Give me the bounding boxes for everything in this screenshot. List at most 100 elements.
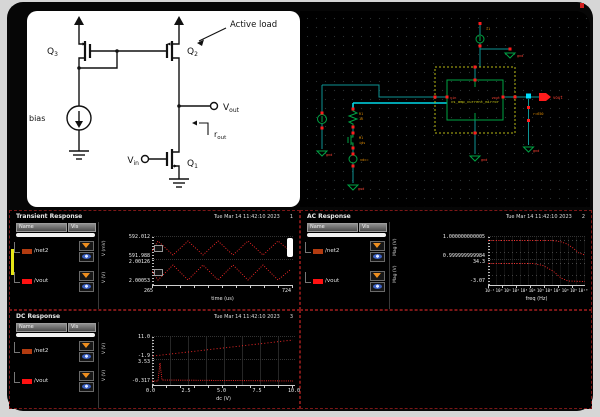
circuit-labels: Active load Q3 Q2 Q1 Vout rout Vin bias xyxy=(29,20,277,170)
ymin-1: -1.9 xyxy=(137,353,150,359)
gnd-label-1: gnd xyxy=(517,54,523,58)
signal-row-vout[interactable]: /vout xyxy=(14,370,96,392)
x-axis xyxy=(152,285,293,289)
visibility-eye-button[interactable] xyxy=(78,251,94,262)
x-axis-label: time (us) xyxy=(211,296,234,302)
filter-funnel-button[interactable] xyxy=(369,240,385,251)
empty-panel xyxy=(300,310,592,409)
visibility-eye-button[interactable] xyxy=(369,251,385,262)
vout-waveform-strip[interactable] xyxy=(152,259,293,286)
x-min-tick: 265 xyxy=(144,288,154,294)
trace-color-swatch xyxy=(22,278,32,284)
vout-trace xyxy=(152,264,291,281)
signal-row-net2[interactable]: /net2 xyxy=(14,340,96,362)
vis-column-header[interactable]: Vis xyxy=(68,223,96,232)
ymin-2: -0.317 xyxy=(131,378,150,384)
xtick: 10.0 xyxy=(287,388,300,394)
q2-label: Q2 xyxy=(187,47,198,58)
rout-label: rout xyxy=(214,130,227,141)
ac-signal-list: Name Vis /net2 /vout xyxy=(301,222,390,309)
cad-output-port[interactable] xyxy=(539,93,551,101)
horizontal-scrollbar[interactable] xyxy=(307,233,386,237)
transient-plot-area[interactable]: V (mV) V (V) 592.012 591.988 2.00126 2.0… xyxy=(98,222,297,309)
name-column-header[interactable]: Name xyxy=(307,223,358,232)
vout-dc-trace xyxy=(152,362,294,382)
filter-funnel-button[interactable] xyxy=(78,370,94,381)
tree-branch xyxy=(14,371,20,383)
vout-ac-trace xyxy=(488,263,585,282)
res1-value: 1K xyxy=(359,117,364,121)
net2-trace xyxy=(152,240,291,256)
tree-branch xyxy=(14,241,20,253)
dc-plot-area[interactable]: V (V) V (V) 11.0 -1.9 3.53 -0.317 xyxy=(98,322,300,408)
net2-dc-trace xyxy=(152,339,294,357)
net2-mag-strip[interactable] xyxy=(488,236,585,260)
vout-dc-strip[interactable] xyxy=(152,359,295,386)
ymax-2: 34.3 xyxy=(472,259,485,265)
xtick: 10⁵ xyxy=(537,288,545,293)
vsrc-label: vdc= xyxy=(360,158,368,162)
net2-dc-strip[interactable] xyxy=(152,336,295,360)
signal-row-net2[interactable]: /net2 xyxy=(14,240,96,262)
circuit-wires xyxy=(66,25,227,188)
strip-marker xyxy=(154,245,163,252)
visibility-eye-button[interactable] xyxy=(78,351,94,362)
signal-name[interactable]: /net2 xyxy=(34,348,49,354)
visibility-eye-button[interactable] xyxy=(78,381,94,392)
x-axis xyxy=(152,385,295,389)
filter-funnel-button[interactable] xyxy=(78,270,94,281)
vis-column-header[interactable]: Vis xyxy=(68,323,96,332)
filter-funnel-button[interactable] xyxy=(78,240,94,251)
visibility-eye-button[interactable] xyxy=(369,281,385,292)
signal-row-vout[interactable]: /vout xyxy=(14,270,96,292)
ac-header: AC Response Tue Mar 14 11:42:10 2023 2 xyxy=(301,211,591,222)
net2-waveform-strip[interactable] xyxy=(152,236,293,260)
vout-label: Vout xyxy=(223,103,240,114)
cad-devices xyxy=(315,34,535,191)
vout-mag-strip[interactable] xyxy=(488,259,585,286)
funnel-icon xyxy=(82,243,90,248)
funnel-icon xyxy=(373,243,381,248)
ymax-1: 11.0 xyxy=(137,334,150,340)
name-column-header[interactable]: Name xyxy=(16,223,67,232)
circuit-figure: Active load Q3 Q2 Q1 Vout rout Vin bias xyxy=(27,11,300,207)
active-load-label: Active load xyxy=(230,20,277,30)
gnd-label-5: gnd xyxy=(481,158,487,162)
dc-window-number: 3 xyxy=(289,313,293,320)
circuit-symbols xyxy=(74,16,204,168)
funnel-icon xyxy=(82,373,90,378)
q3-label: Q3 xyxy=(47,47,58,58)
horizontal-scrollbar[interactable] xyxy=(16,233,95,237)
filter-funnel-button[interactable] xyxy=(78,340,94,351)
cad-schematic-svg: cs_amp_current_mirror vin vout vout gnd … xyxy=(315,22,563,191)
xtick: 10¹⁰ xyxy=(578,288,588,293)
trace-color-swatch xyxy=(313,248,323,254)
net2-ac-trace xyxy=(488,240,585,256)
ymax-2: 2.00126 xyxy=(128,259,150,265)
gnd-label-3: gnd xyxy=(358,187,364,191)
signal-row-net2[interactable]: /net2 xyxy=(305,240,387,262)
signal-name[interactable]: /net2 xyxy=(325,248,340,254)
tree-branch xyxy=(305,271,311,283)
ac-title: AC Response xyxy=(307,213,351,220)
filter-funnel-button[interactable] xyxy=(369,270,385,281)
transient-title: Transient Response xyxy=(16,213,83,220)
artifact-red-mark xyxy=(580,3,584,8)
signal-row-vout[interactable]: /vout xyxy=(305,270,387,292)
cad-schematic-canvas[interactable]: cs_amp_current_mirror vin vout vout gnd … xyxy=(300,11,590,207)
visibility-eye-button[interactable] xyxy=(78,281,94,292)
signal-name[interactable]: /net2 xyxy=(34,248,49,254)
xtick: 10⁶ xyxy=(545,288,553,293)
ac-plot-area[interactable]: Mag (V) Mag (V) 1.000000000005 0.9999999… xyxy=(389,222,589,309)
vis-column-header[interactable]: Vis xyxy=(359,223,387,232)
ac-response-window: AC Response Tue Mar 14 11:42:10 2023 2 N… xyxy=(300,210,592,310)
name-column-header[interactable]: Name xyxy=(16,323,67,332)
cad-highlighted-node[interactable] xyxy=(526,93,531,99)
horizontal-scrollbar[interactable] xyxy=(16,333,95,337)
signal-name[interactable]: /vout xyxy=(325,278,340,284)
signal-name[interactable]: /vout xyxy=(34,278,49,284)
signal-name[interactable]: /vout xyxy=(34,378,49,384)
ymax-1: 1.000000000005 xyxy=(442,234,485,240)
vertical-scroll-thumb[interactable] xyxy=(287,238,293,257)
